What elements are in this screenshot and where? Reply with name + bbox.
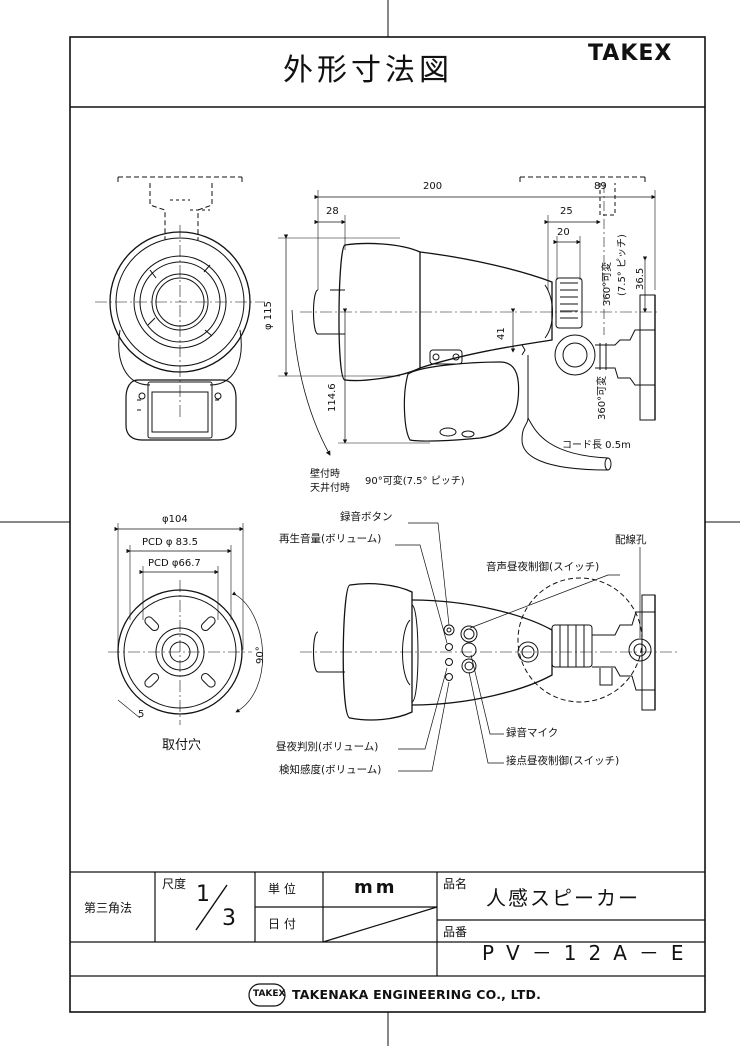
dim-89: 89: [594, 181, 607, 192]
brand-logo: TAKEX: [588, 41, 673, 66]
label-voice-daynight: 音声昼夜制御(スイッチ): [486, 561, 600, 573]
projection-method: 第三角法: [84, 901, 133, 915]
drawing-frame: [69, 36, 706, 1013]
label-rec-mic: 録音マイク: [506, 727, 559, 739]
date-label: 日 付: [268, 917, 296, 931]
dim-114-6: 114.6: [327, 383, 338, 412]
part-number: PV－12A－E: [482, 941, 696, 965]
company-logo: TAKEX: [253, 989, 286, 999]
rotation-360-top: 360°可変: [602, 261, 613, 306]
dim-dia-115: φ 115: [263, 301, 274, 330]
controls-view: [300, 522, 680, 772]
label-sensitivity: 検知感度(ボリューム): [279, 764, 382, 776]
dim-36-5: 36.5: [635, 267, 646, 290]
unit-value: mm: [354, 877, 398, 898]
mount-holes-label: 取付穴: [162, 738, 202, 753]
product-name-label: 品名: [443, 877, 468, 891]
wall-mount-note: 壁付時: [310, 469, 340, 480]
tilt-note: 90°可変(7.5° ピッチ): [365, 476, 465, 487]
dim-41: 41: [496, 327, 507, 340]
dim-pcd-83-5: PCD φ 83.5: [142, 537, 198, 548]
dim-pcd-66-7: PCD φ66.7: [148, 558, 201, 569]
dim-dia-104: φ104: [162, 514, 188, 525]
dim-200: 200: [423, 181, 443, 192]
dim-25: 25: [560, 206, 573, 217]
scale-numerator: 1: [196, 882, 210, 907]
dim-90-deg: 90°: [255, 646, 266, 664]
dim-5: 5: [138, 709, 145, 720]
ceiling-mount-note: 天井付時: [310, 483, 350, 494]
scale-denominator: 3: [222, 906, 236, 931]
part-number-label: 品番: [443, 925, 468, 939]
dim-28: 28: [326, 206, 339, 217]
product-name: 人感スピーカー: [486, 886, 640, 910]
label-daynight-volume: 昼夜判別(ボリューム): [276, 741, 379, 753]
drawing-title: 外形寸法図: [283, 53, 453, 88]
title-block: [70, 871, 705, 1007]
label-contact-daynight: 接点昼夜制御(スイッチ): [506, 755, 620, 767]
label-rec-button: 録音ボタン: [340, 511, 393, 523]
company-name: TAKENAKA ENGINEERING CO., LTD.: [292, 987, 542, 1002]
rotation-360-bottom: 360°可変: [597, 375, 608, 420]
front-view: [95, 176, 265, 441]
label-play-volume: 再生音量(ボリューム): [279, 533, 382, 545]
unit-label: 単 位: [268, 882, 296, 896]
rotation-pitch-top: (7.5° ピッチ): [617, 234, 628, 296]
dim-20: 20: [557, 227, 570, 238]
mount-hole-view: [108, 523, 264, 725]
cord-length: コード長 0.5m: [562, 440, 631, 451]
label-wiring-hole: 配線孔: [615, 534, 647, 546]
side-view: [278, 176, 660, 471]
scale-label: 尺度: [162, 877, 187, 891]
